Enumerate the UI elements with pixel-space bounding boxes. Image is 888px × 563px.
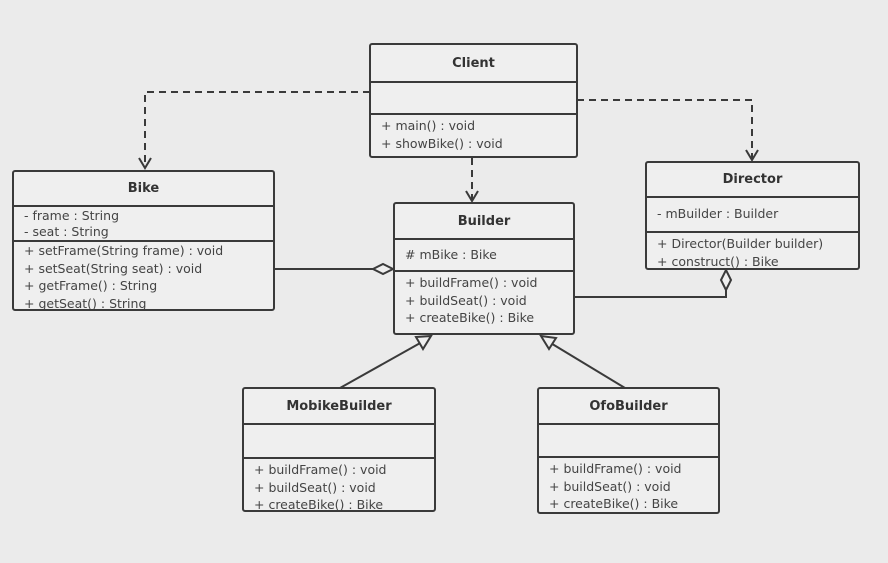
class-name: Client (371, 45, 576, 83)
class-ofobuilder[interactable]: OfoBuilder + buildFrame() : void + build… (537, 387, 720, 514)
method: + buildSeat() : void (405, 292, 527, 308)
attribute: - frame : String (24, 208, 120, 223)
method: + main() : void (381, 118, 476, 133)
method: + getSeat() : String (24, 295, 147, 311)
arrowhead-bike (138, 157, 152, 170)
attribute: - seat : String (24, 224, 109, 239)
methods-section: + buildFrame() : void + buildSeat() : vo… (244, 459, 434, 512)
generalization-triangle-ofo (539, 334, 558, 351)
methods-section: + main() : void + showBike() : void (371, 115, 576, 154)
arrowhead-builder (465, 190, 479, 203)
attributes-section (539, 425, 718, 458)
class-name: Builder (395, 204, 573, 240)
attribute: - mBuilder : Builder (657, 206, 779, 221)
methods-section: + setFrame(String frame) : void + setSea… (14, 242, 273, 311)
attributes-section (244, 425, 434, 459)
method: + getFrame() : String (24, 278, 158, 293)
method: + setSeat(String seat) : void (24, 260, 203, 276)
attributes-section: # mBike : Bike (395, 240, 573, 272)
method: + buildSeat() : void (549, 478, 671, 494)
attribute: # mBike : Bike (405, 247, 497, 262)
class-name: MobikeBuilder (244, 389, 434, 425)
method: + buildFrame() : void (405, 275, 538, 290)
class-client[interactable]: Client + main() : void + showBike() : vo… (369, 43, 578, 158)
class-mobikebuilder[interactable]: MobikeBuilder + buildFrame() : void + bu… (242, 387, 436, 512)
method: + Director(Builder builder) (657, 236, 824, 251)
methods-section: + buildFrame() : void + buildSeat() : vo… (395, 272, 573, 329)
method: + showBike() : void (381, 135, 503, 151)
dependency-client-director (577, 99, 753, 159)
generalization-ofo-builder (548, 341, 626, 389)
class-builder[interactable]: Builder # mBike : Bike + buildFrame() : … (393, 202, 575, 335)
class-name: OfoBuilder (539, 389, 718, 425)
aggregation-builder-director (574, 290, 727, 298)
methods-section: + buildFrame() : void + buildSeat() : vo… (539, 458, 718, 512)
class-name: Director (647, 163, 858, 198)
method: + setFrame(String frame) : void (24, 243, 224, 258)
aggregation-diamond-builder (370, 262, 396, 276)
methods-section: + Director(Builder builder) + construct(… (647, 233, 858, 269)
method: + buildFrame() : void (549, 461, 682, 476)
generalization-triangle-mobike (414, 334, 433, 351)
method: + construct() : Bike (657, 253, 779, 269)
generalization-mobike-builder (339, 341, 423, 389)
arrowhead-director (745, 149, 759, 162)
attributes-section (371, 83, 576, 115)
aggregation-diamond-director (719, 267, 733, 293)
method: + createBike() : Bike (254, 497, 384, 512)
attributes-section: - frame : String - seat : String (14, 207, 273, 242)
attributes-section: - mBuilder : Builder (647, 198, 858, 233)
method: + createBike() : Bike (549, 496, 679, 511)
method: + createBike() : Bike (405, 310, 535, 325)
class-director[interactable]: Director - mBuilder : Builder + Director… (645, 161, 860, 270)
method: + buildSeat() : void (254, 479, 376, 495)
method: + buildFrame() : void (254, 462, 387, 477)
class-bike[interactable]: Bike - frame : String - seat : String + … (12, 170, 275, 311)
class-name: Bike (14, 172, 273, 207)
dependency-client-bike (144, 91, 370, 167)
